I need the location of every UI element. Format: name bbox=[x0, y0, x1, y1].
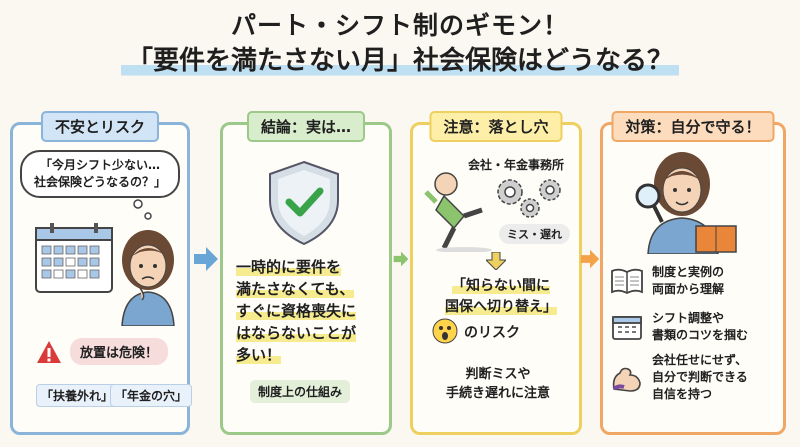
title-line1: パート・シフト制のギモン！ bbox=[230, 11, 569, 40]
shocked-face-icon bbox=[432, 318, 458, 344]
thought-bubble: 「今月シフト少ない… 社会保険どうなるの？」 bbox=[20, 150, 180, 198]
caution-text: 判断ミスや 手続き遅れに注意 bbox=[418, 365, 578, 403]
warning-text: 放置は危険！ bbox=[70, 338, 169, 365]
tip1-line2: 両面から理解 bbox=[652, 282, 725, 296]
conclusion-line4: はならないことが bbox=[236, 324, 357, 342]
tip-row-2: シフト調整や 書類のコツを掴む bbox=[610, 310, 748, 344]
worried-woman-icon bbox=[121, 230, 175, 326]
risk-line1: 「知らない間に bbox=[452, 278, 550, 294]
tip3-line2: 自分で判断できる bbox=[652, 370, 748, 384]
warning-row: 放置は危険！ bbox=[36, 338, 169, 365]
conclusion-text: 一時的に要件を 満たさなくても、 すぐに資格喪失に はならないことが 多い！ bbox=[236, 256, 386, 366]
bubble-line2: 社会保険どうなるの？」 bbox=[33, 175, 166, 189]
tip2-line2: 書類のコツを掴む bbox=[652, 328, 749, 342]
falling-man-icon bbox=[424, 172, 492, 252]
tip-row-3: 会社任せにせず、 自分で判断できる 自信を持つ bbox=[610, 352, 748, 403]
gears-icon bbox=[497, 179, 561, 218]
title-line2: 「要件を満たさない月」社会保険はどうなる？ bbox=[120, 44, 679, 78]
risk-text: 「知らない間に 国保へ切り替え」 bbox=[426, 276, 576, 318]
warning-icon bbox=[37, 340, 61, 363]
calendar-icon bbox=[35, 223, 113, 293]
arrow-right-icon-1 bbox=[194, 247, 218, 271]
bubble-line1: 「今月シフト少ない… bbox=[39, 158, 160, 172]
conclusion-line3: すぐに資格喪失に bbox=[236, 302, 357, 320]
arrow-down-icon bbox=[486, 252, 506, 270]
muscle-icon bbox=[612, 367, 641, 392]
tip1-line1: 制度と実例の bbox=[652, 265, 725, 279]
arrow-right-icon-3 bbox=[580, 249, 600, 269]
caution-line1: 判断ミスや bbox=[465, 367, 531, 382]
conclusion-line2: 満たさなくても、 bbox=[236, 280, 355, 298]
conclusion-line1: 一時的に要件を bbox=[236, 258, 342, 276]
conclusion-line5: 多い！ bbox=[236, 346, 282, 364]
book-icon bbox=[611, 268, 643, 295]
panel-conclusion-header: 結論：実は… bbox=[246, 111, 366, 142]
mechanism-label: 制度上の仕組み bbox=[250, 380, 351, 403]
panel-countermeasure-header: 対策：自分で守る！ bbox=[611, 111, 775, 142]
tag-dependent: 「扶養外れ」 bbox=[36, 384, 119, 407]
caution-line2: 手続き遅れに注意 bbox=[445, 386, 550, 401]
title-block: パート・シフト制のギモン！ 「要件を満たさない月」社会保険はどうなる？ bbox=[0, 10, 800, 78]
risk-line2: 国保へ切り替え」 bbox=[445, 299, 557, 315]
bubble-dots-icon bbox=[133, 199, 152, 220]
tip-row-1: 制度と実例の 両面から理解 bbox=[610, 264, 724, 298]
tag-pension: 「年金の穴」 bbox=[110, 384, 193, 407]
woman-magnifier-icon bbox=[635, 152, 737, 254]
arrow-right-icon-2 bbox=[393, 251, 409, 267]
tip2-line1: シフト調整や bbox=[652, 311, 725, 325]
panel-pitfall-header: 注意：落とし穴 bbox=[429, 111, 563, 142]
risk-line3: のリスク bbox=[464, 325, 520, 341]
calendar-small-icon bbox=[612, 316, 642, 340]
error-label: ミス・遅れ bbox=[499, 224, 570, 244]
office-label: 会社・年金事務所 bbox=[468, 158, 565, 172]
tip3-line3: 自信を持つ bbox=[652, 387, 713, 401]
shield-check-icon bbox=[269, 160, 339, 246]
panel-anxiety-header: 不安とリスク bbox=[40, 111, 160, 142]
tip3-line1: 会社任せにせず、 bbox=[652, 353, 748, 367]
